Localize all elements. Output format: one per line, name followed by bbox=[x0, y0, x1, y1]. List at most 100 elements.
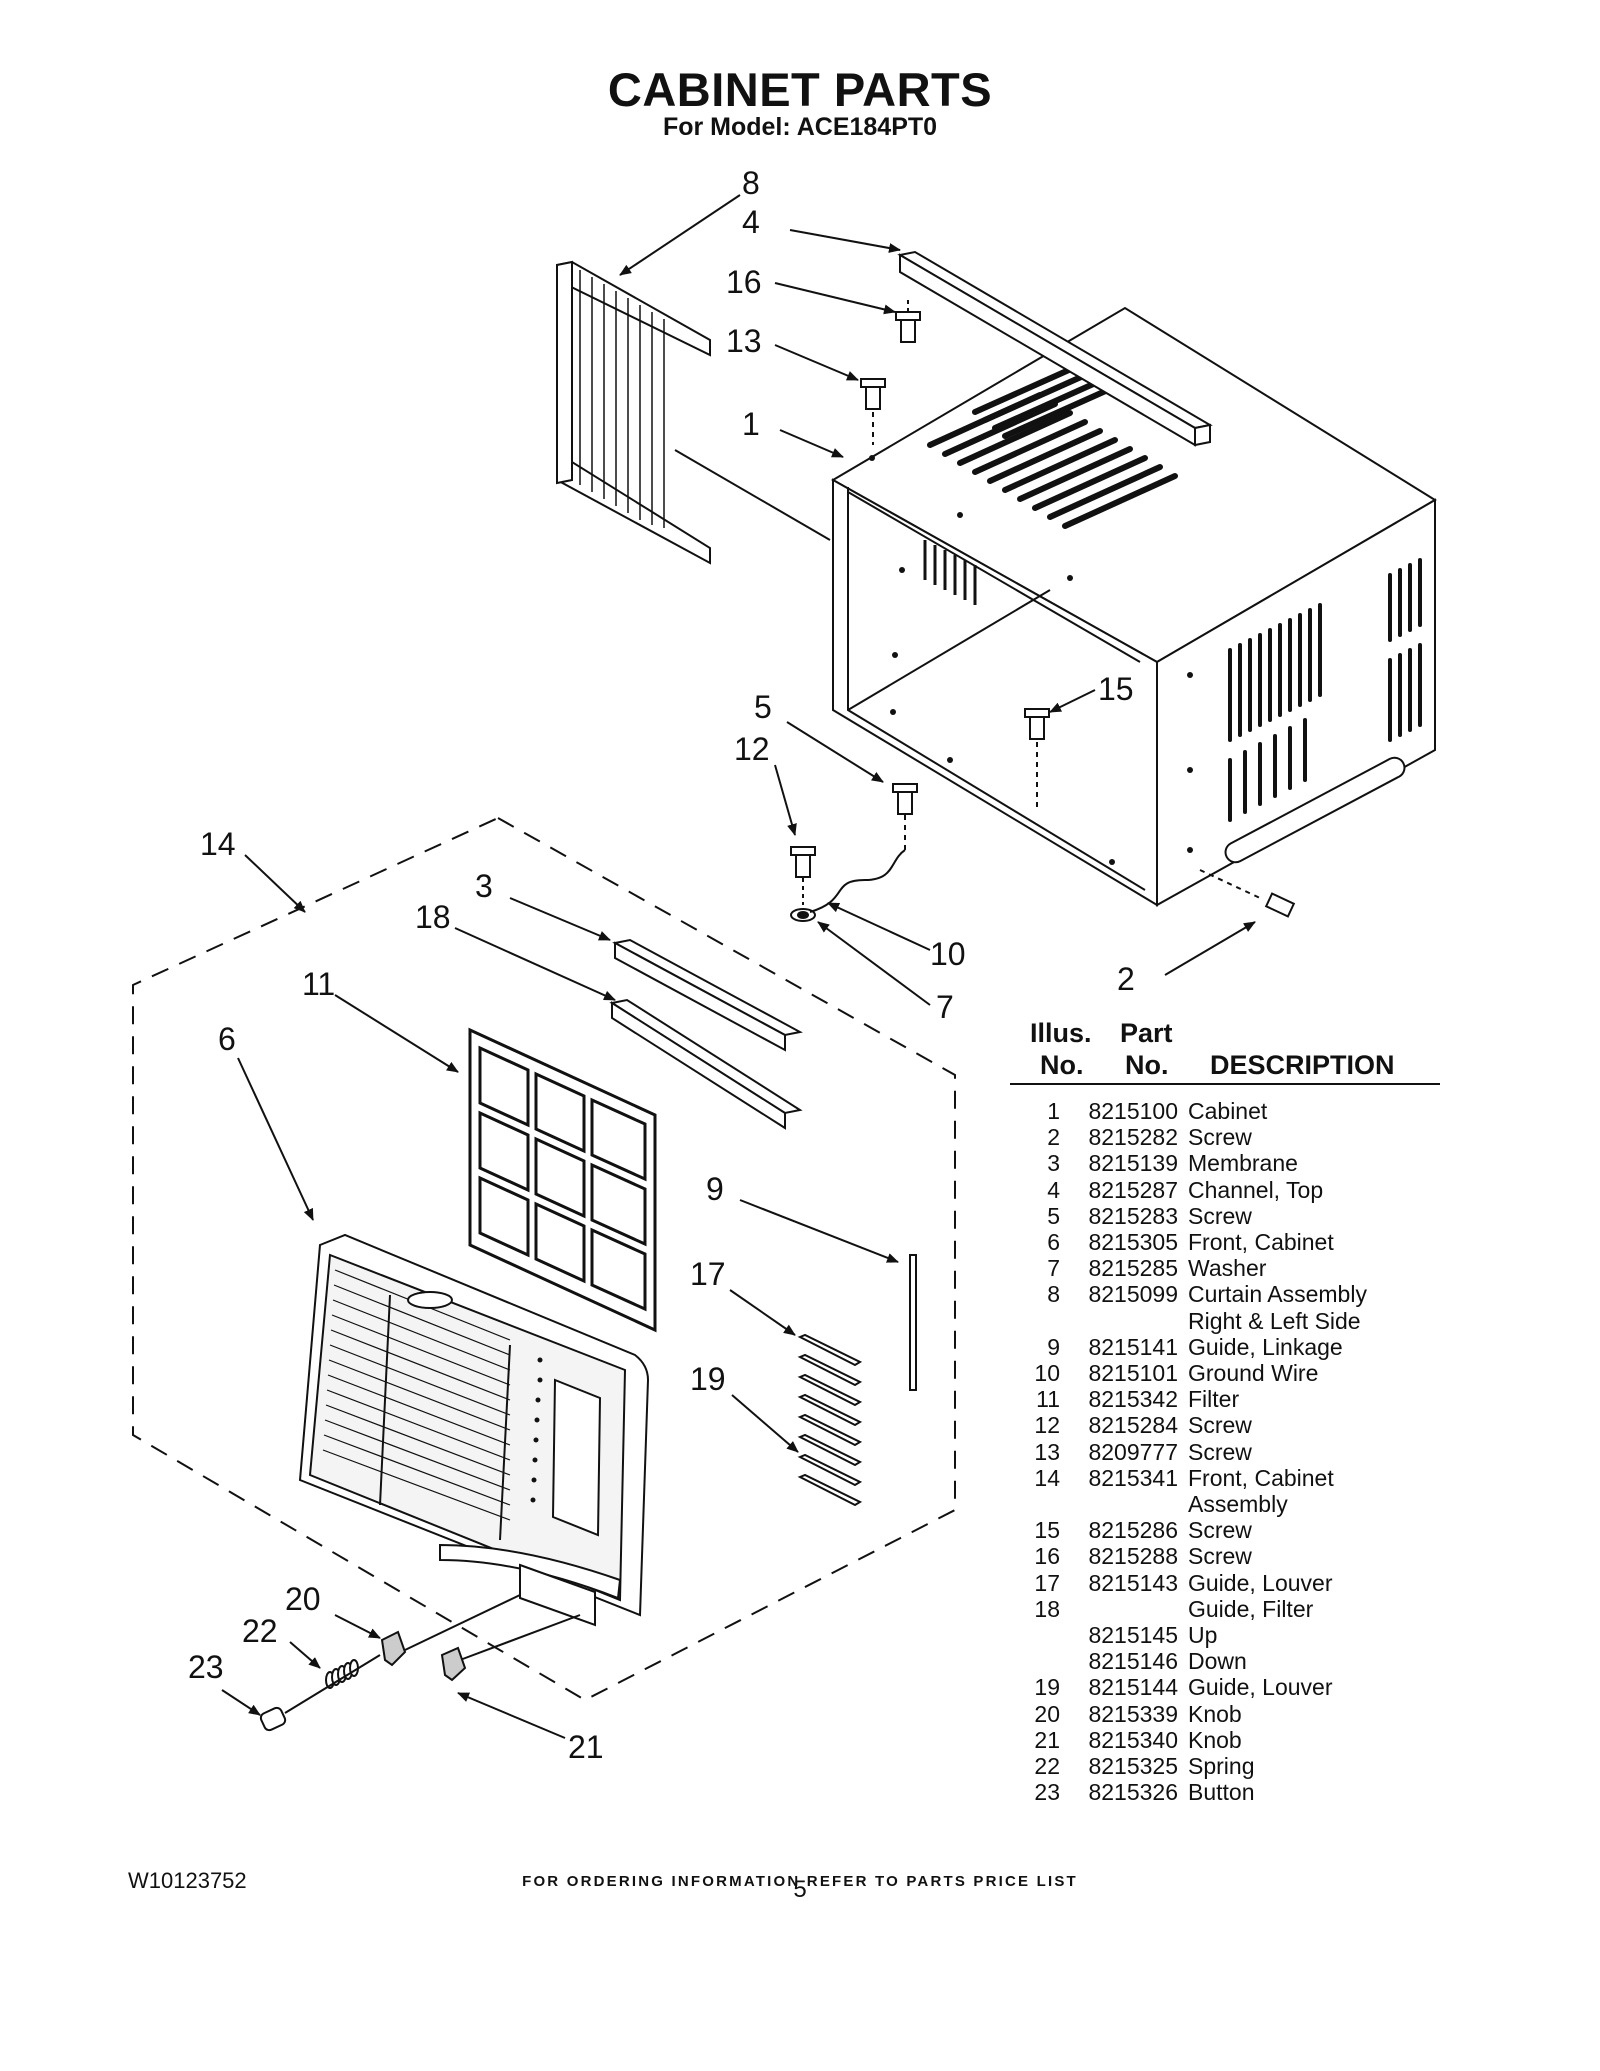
front-cabinet-drawing bbox=[298, 1233, 650, 1627]
illus-number: 4 bbox=[1047, 1176, 1060, 1203]
table-row: 21 8215340 Knob bbox=[1010, 1727, 1440, 1753]
part-description: Screw bbox=[1188, 1543, 1252, 1570]
illus-number: 16 bbox=[1034, 1543, 1060, 1570]
table-row: 16 8215288 Screw bbox=[1010, 1543, 1440, 1569]
part-description: Guide, Linkage bbox=[1188, 1333, 1343, 1360]
membrane-and-guide-drawing bbox=[609, 938, 803, 1130]
part-number: 8215146 bbox=[1088, 1648, 1178, 1675]
part-description: Knob bbox=[1188, 1726, 1242, 1753]
part-description: Button bbox=[1188, 1779, 1255, 1806]
part-number: 8215283 bbox=[1088, 1202, 1178, 1229]
part-description: Screw bbox=[1188, 1412, 1252, 1439]
part-number: 8215139 bbox=[1088, 1150, 1178, 1177]
table-row: Right & Left Side bbox=[1010, 1308, 1440, 1334]
page-number: 5 bbox=[793, 1876, 807, 1903]
callout-21: 21 bbox=[568, 1729, 604, 1765]
callout-18: 18 bbox=[415, 899, 451, 935]
illus-number: 10 bbox=[1034, 1360, 1060, 1386]
table-row: 10 8215101 Ground Wire bbox=[1010, 1360, 1440, 1386]
leader-arrows bbox=[221, 194, 1256, 1739]
table-row: Assembly bbox=[1010, 1491, 1440, 1517]
louver-guides-drawing bbox=[797, 1333, 863, 1507]
illus-number: 2 bbox=[1047, 1124, 1060, 1151]
callout-labels: 8 4 16 13 1 15 5 12 14 3 18 10 7 2 11 6 … bbox=[188, 165, 1135, 1765]
illus-number: 12 bbox=[1034, 1412, 1060, 1439]
part-description: Cabinet bbox=[1188, 1098, 1268, 1124]
callout-12: 12 bbox=[734, 731, 770, 767]
illus-number: 9 bbox=[1047, 1333, 1060, 1360]
illus-number: 5 bbox=[1047, 1202, 1060, 1229]
part-number: 8215305 bbox=[1088, 1229, 1178, 1255]
part-number: 8215341 bbox=[1088, 1464, 1178, 1491]
callout-2: 2 bbox=[1117, 961, 1135, 997]
callout-5: 5 bbox=[754, 689, 772, 725]
part-description: Front, Cabinet bbox=[1188, 1464, 1334, 1491]
part-number: 8215285 bbox=[1088, 1255, 1178, 1282]
curtain-assembly-drawing bbox=[556, 260, 831, 565]
part-description: Screw bbox=[1188, 1438, 1252, 1465]
illus-number: 7 bbox=[1047, 1255, 1060, 1282]
part-description: Filter bbox=[1188, 1386, 1240, 1413]
header-part-line2: No. bbox=[1125, 1050, 1169, 1080]
callout-13: 13 bbox=[726, 323, 762, 359]
illus-number: 22 bbox=[1034, 1753, 1060, 1779]
part-description: Guide, Louver bbox=[1188, 1674, 1333, 1701]
cabinet-drawing bbox=[830, 306, 1437, 907]
header-rule bbox=[1010, 1083, 1440, 1085]
part-number: 8215342 bbox=[1088, 1386, 1178, 1413]
document-number: W10123752 bbox=[128, 1868, 247, 1893]
part-number: 8215288 bbox=[1088, 1543, 1178, 1570]
callout-6: 6 bbox=[218, 1021, 236, 1057]
part-number: 8215101 bbox=[1088, 1360, 1178, 1386]
part-number: 8215340 bbox=[1088, 1726, 1178, 1753]
table-row: 3 8215139 Membrane bbox=[1010, 1150, 1440, 1176]
callout-3: 3 bbox=[475, 868, 493, 904]
callout-4: 4 bbox=[742, 204, 760, 240]
part-description: Guide, Filter bbox=[1188, 1595, 1314, 1622]
part-description: Membrane bbox=[1188, 1150, 1298, 1177]
illus-number: 21 bbox=[1034, 1726, 1060, 1753]
header-illus-line1: Illus. bbox=[1030, 1018, 1092, 1048]
header-description: DESCRIPTION bbox=[1210, 1050, 1395, 1080]
part-number: 8215143 bbox=[1088, 1569, 1178, 1596]
top-channel-drawing bbox=[897, 250, 1213, 447]
callout-20: 20 bbox=[285, 1581, 321, 1617]
illus-number: 3 bbox=[1047, 1150, 1060, 1177]
illus-number: 6 bbox=[1047, 1229, 1060, 1255]
part-number: 8215099 bbox=[1088, 1281, 1178, 1308]
model-subtitle: For Model: ACE184PT0 bbox=[662, 113, 938, 141]
knobs-spring-button-drawing bbox=[259, 1594, 581, 1732]
part-number: 8215339 bbox=[1088, 1700, 1178, 1727]
part-description: Ground Wire bbox=[1188, 1360, 1319, 1386]
header-illus-line2: No. bbox=[1040, 1050, 1084, 1080]
part-number: 8215286 bbox=[1088, 1517, 1178, 1544]
callout-19: 19 bbox=[690, 1361, 726, 1397]
illus-number: 17 bbox=[1034, 1569, 1060, 1596]
callout-17: 17 bbox=[690, 1256, 726, 1292]
part-description: Knob bbox=[1188, 1700, 1242, 1727]
callout-15: 15 bbox=[1098, 671, 1134, 707]
part-description: Screw bbox=[1188, 1517, 1252, 1544]
part-description: Curtain Assembly bbox=[1188, 1281, 1367, 1308]
callout-11: 11 bbox=[302, 966, 335, 1002]
part-number: 8215100 bbox=[1088, 1098, 1178, 1124]
part-description: Up bbox=[1188, 1622, 1218, 1648]
callout-1: 1 bbox=[742, 406, 760, 442]
filter-drawing bbox=[468, 1027, 657, 1333]
